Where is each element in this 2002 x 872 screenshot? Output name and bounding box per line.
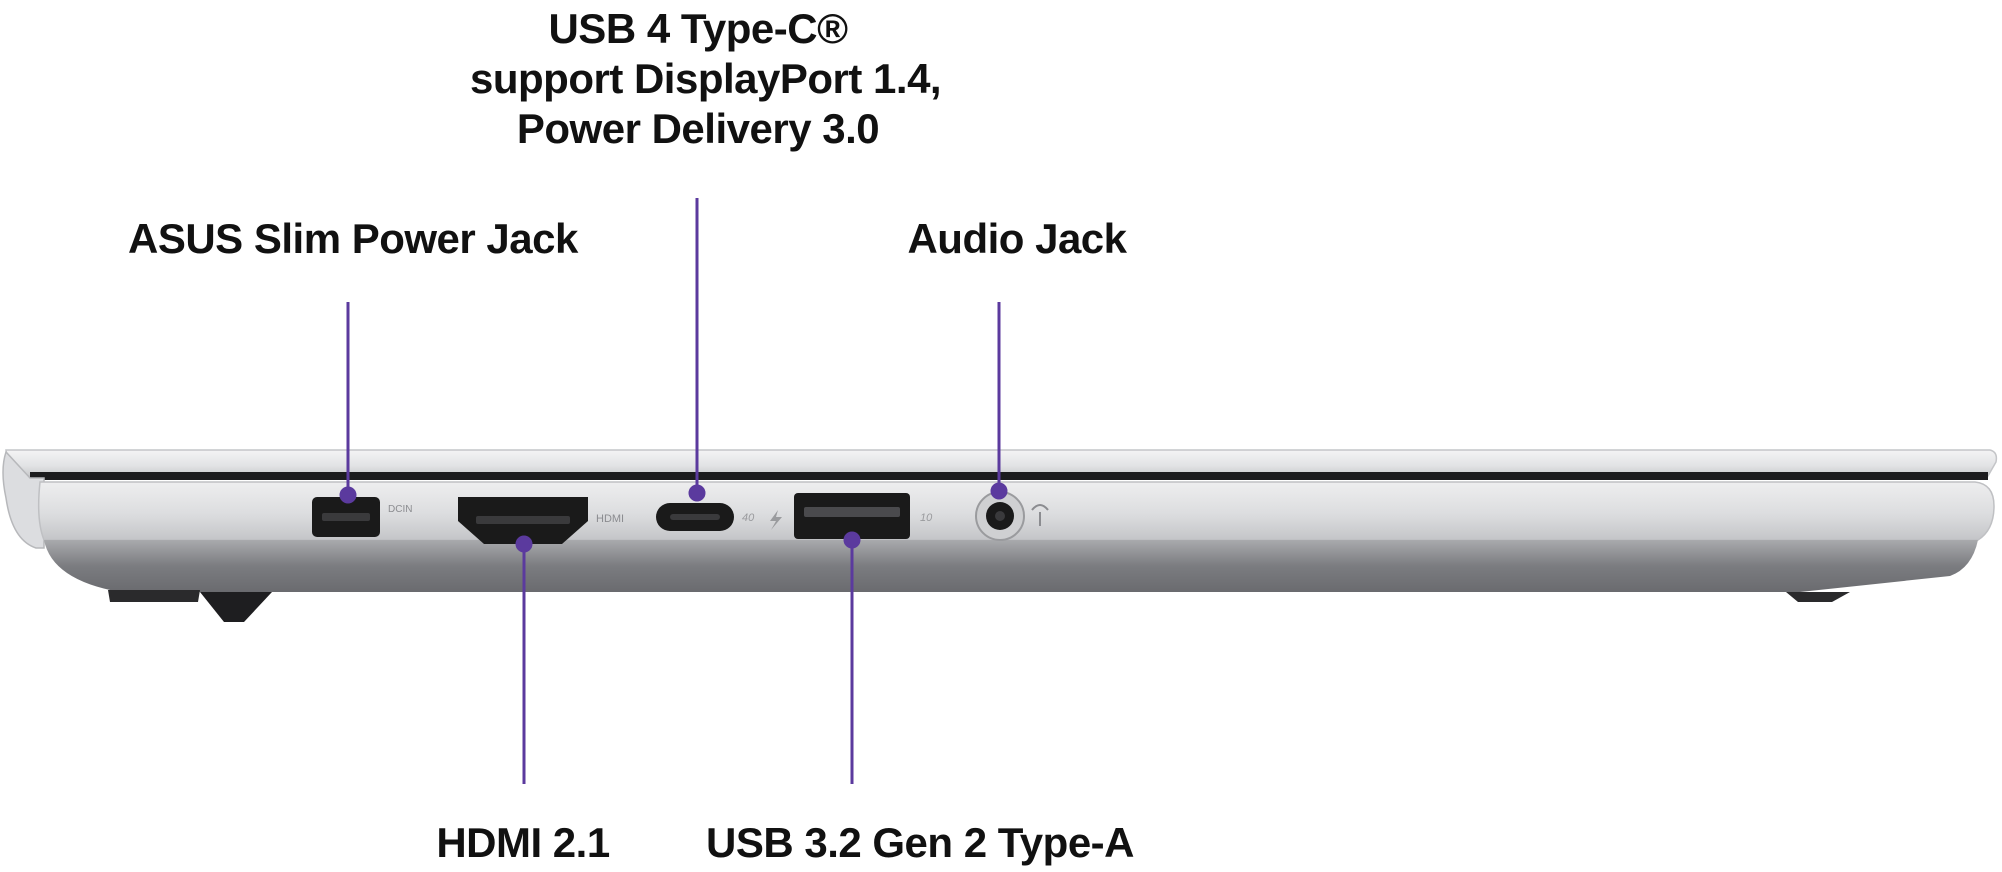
usb4-label: USB 4 Type-C® support DisplayPort 1.4, P…: [470, 4, 942, 154]
usb-c-port: [656, 503, 734, 531]
usb4-label-line3: Power Delivery 3.0: [516, 105, 880, 152]
laptop-lid: [5, 449, 1998, 480]
headset-icon: [1031, 504, 1049, 526]
callout-dot-usb-a: [843, 531, 861, 549]
usb-a-speed-marking: 10: [920, 512, 933, 524]
hdmi-label: HDMI 2.1: [436, 819, 610, 866]
callout-dot-usb-c: [688, 484, 706, 502]
dcin-marking: DCIN: [388, 504, 412, 515]
callout-dot-hdmi: [515, 535, 533, 553]
hdmi-port: [458, 497, 588, 544]
usb-a-port: [794, 493, 910, 539]
hinge: [2, 450, 45, 549]
callout-dot-audio-jack: [990, 482, 1008, 500]
rubber-feet: [108, 590, 1850, 622]
power-jack-port: [312, 497, 380, 537]
usb4-label-line1: USB 4 Type-C®: [548, 5, 848, 52]
callout-lines: [339, 198, 1008, 784]
lightning-icon: [770, 510, 782, 530]
hdmi-marking: HDMI: [596, 513, 624, 525]
usb4-label-line2: support DisplayPort 1.4,: [470, 55, 942, 102]
callout-dot-power-jack: [339, 486, 357, 504]
usb4-speed-marking: 40: [742, 512, 755, 524]
usb-a-label: USB 3.2 Gen 2 Type-A: [705, 819, 1135, 866]
audio-jack-port: [975, 491, 1025, 541]
audio-jack-label: Audio Jack: [907, 215, 1127, 262]
power-jack-label: ASUS Slim Power Jack: [128, 215, 578, 262]
